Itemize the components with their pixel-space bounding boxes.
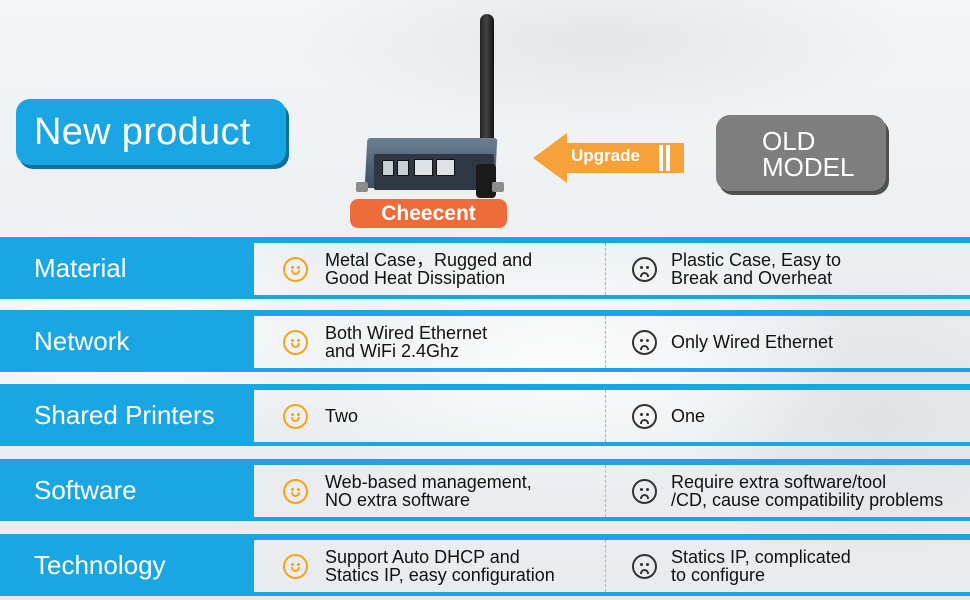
upgrade-arrow: Upgrade bbox=[533, 133, 688, 183]
old-feature-text: Only Wired Ethernet bbox=[671, 332, 834, 352]
arrow-left-icon bbox=[533, 133, 567, 183]
smiley-face-icon bbox=[283, 553, 308, 579]
old-feature-cell: Require extra software/tool/CD, cause co… bbox=[606, 465, 970, 517]
new-feature-cell: Web-based management,NO extra software bbox=[254, 465, 604, 517]
divider bbox=[605, 540, 606, 592]
old-feature-text: to configure bbox=[671, 565, 766, 585]
smiley-face-icon bbox=[283, 478, 308, 504]
row-label: Shared Printers bbox=[0, 384, 254, 446]
ethernet-port bbox=[414, 159, 433, 176]
usb-port bbox=[382, 160, 394, 176]
new-product-label: New product bbox=[34, 110, 251, 153]
row-label: Material bbox=[0, 237, 254, 299]
new-feature-text: and WiFi 2.4Ghz bbox=[325, 341, 460, 361]
new-feature-text: Support Auto DHCP and bbox=[325, 547, 520, 567]
comparison-row-shared-printers: Shared Printers Two One bbox=[0, 384, 970, 446]
new-feature-text: NO extra software bbox=[325, 490, 471, 510]
new-feature-text: Web-based management, bbox=[325, 472, 532, 492]
old-model-line: MODEL bbox=[762, 152, 855, 182]
new-product-badge: New product bbox=[16, 99, 286, 165]
old-feature-text: Statics IP, complicated bbox=[671, 547, 851, 567]
old-feature-text: Plastic Case, Easy to bbox=[671, 250, 842, 270]
sad-face-icon bbox=[632, 553, 657, 579]
old-feature-cell: Only Wired Ethernet bbox=[606, 316, 970, 368]
new-feature-text: Metal Case，Rugged and bbox=[325, 250, 533, 270]
row-label: Network bbox=[0, 310, 254, 372]
old-feature-text: /CD, cause compatibility problems bbox=[671, 490, 944, 510]
smiley-face-icon bbox=[283, 329, 308, 355]
old-feature-cell: One bbox=[606, 390, 970, 442]
new-feature-cell: Two bbox=[254, 390, 604, 442]
divider bbox=[605, 390, 606, 442]
new-feature-text: Two bbox=[325, 406, 359, 426]
new-feature-text: Both Wired Ethernet bbox=[325, 323, 488, 343]
new-feature-text: Statics IP, easy configuration bbox=[325, 565, 555, 585]
old-feature-text: One bbox=[671, 406, 706, 426]
divider bbox=[605, 465, 606, 517]
old-model-line: OLD bbox=[762, 126, 816, 156]
row-label: Technology bbox=[0, 534, 254, 596]
ethernet-port bbox=[436, 159, 455, 176]
smiley-face-icon bbox=[283, 403, 308, 429]
sad-face-icon bbox=[632, 256, 657, 282]
smiley-face-icon bbox=[283, 256, 308, 282]
new-feature-text: Good Heat Dissipation bbox=[325, 268, 506, 288]
brand-label: Cheecent bbox=[350, 199, 507, 228]
old-model-badge: OLD MODEL bbox=[716, 115, 886, 191]
old-feature-text: Break and Overheat bbox=[671, 268, 833, 288]
comparison-row-software: Software Web-based management,NO extra s… bbox=[0, 459, 970, 521]
row-label: Software bbox=[0, 459, 254, 521]
router-image bbox=[352, 14, 512, 204]
old-feature-text: Require extra software/tool bbox=[671, 472, 887, 492]
sad-face-icon bbox=[632, 478, 657, 504]
sad-face-icon bbox=[632, 403, 657, 429]
usb-port bbox=[397, 160, 409, 176]
divider bbox=[605, 316, 606, 368]
sad-face-icon bbox=[632, 329, 657, 355]
upgrade-label: Upgrade bbox=[571, 146, 640, 165]
divider bbox=[605, 243, 606, 295]
